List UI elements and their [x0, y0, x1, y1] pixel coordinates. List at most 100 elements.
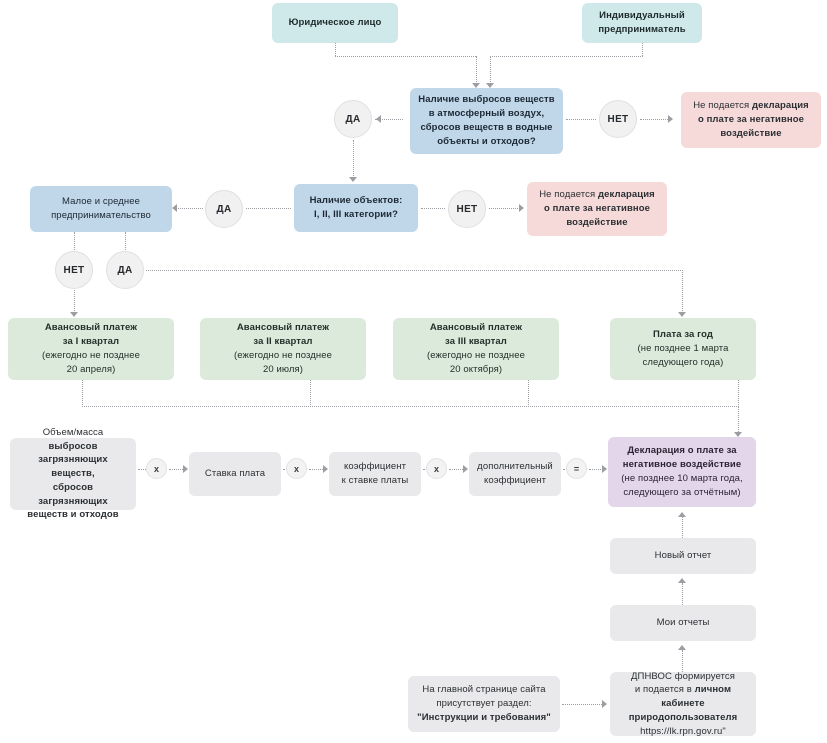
rate-payment-label: Ставка плата — [204, 468, 266, 480]
connector-legal-entity-bus — [335, 56, 476, 57]
decision-yes-sme[interactable]: ДА — [106, 251, 144, 289]
connector-legal-entity-down — [335, 43, 336, 56]
additional-coefficient-line2: коэффициент — [483, 475, 547, 486]
node-advance-payment-q3[interactable]: Авансовый платеж за III квартал (ежегодн… — [393, 318, 559, 380]
arrow-site-to-dpnvos — [602, 700, 607, 708]
connector-ie-bus — [490, 56, 643, 57]
connector-legal-entity-drop — [476, 56, 477, 84]
no-declaration-top-line1: Не подается декларация — [693, 100, 809, 112]
declaration-line2: негативное воздействие — [622, 459, 742, 471]
emissions-question-line4: объекты и отходов? — [437, 135, 536, 147]
connector-ie-down — [642, 43, 643, 56]
decision-yes-sme-label: ДА — [117, 264, 133, 276]
connector-year-down — [738, 380, 739, 407]
node-emissions-question[interactable]: Наличие выбросов веществ в атмосферный в… — [410, 88, 563, 154]
arrow-new-report-to-declaration — [678, 512, 686, 517]
connector-q3-down — [528, 380, 529, 407]
dpnvos-line4: https://lk.rpn.gov.ru" — [640, 725, 726, 737]
node-individual-entrepreneur[interactable]: Индивидуальный предприниматель — [582, 3, 702, 43]
node-my-reports[interactable]: Мои отчеты — [610, 605, 756, 641]
volume-mass-line1: Объем/масса выбросов — [42, 426, 104, 452]
declaration-line3: (не позднее 10 марта года, — [621, 473, 743, 484]
node-advance-payment-q1[interactable]: Авансовый платеж за I квартал (ежегодно … — [8, 318, 174, 380]
node-new-report[interactable]: Новый отчет — [610, 538, 756, 574]
node-additional-coefficient[interactable]: дополнительный коэффициент — [469, 452, 561, 496]
decision-no-sme[interactable]: НЕТ — [55, 251, 93, 289]
sme-line1: Малое и среднее — [61, 196, 141, 208]
connector-volume-to-mult1 — [138, 469, 146, 470]
advance-q2-line2: за II квартал — [253, 336, 313, 348]
site-section-line1: На главной странице сайта — [422, 684, 546, 696]
arrow-mult1-to-rate — [183, 465, 188, 473]
emissions-question-line3: сбросов веществ в водные — [420, 122, 553, 133]
connector-mult2-to-coef — [309, 469, 325, 470]
site-section-line2: присутствует раздел: — [436, 698, 532, 710]
arrow-emissions-to-yes — [376, 115, 381, 123]
connector-mult3-to-addcoef — [449, 469, 465, 470]
node-rate-payment[interactable]: Ставка плата — [189, 452, 281, 496]
volume-mass-line3: сбросов загрязняющих — [38, 481, 108, 507]
decision-no-sme-label: НЕТ — [63, 264, 85, 276]
decision-yes-objects[interactable]: ДА — [205, 190, 243, 228]
year-payment-line1: Плата за год — [653, 329, 713, 341]
new-report-label: Новый отчет — [654, 550, 712, 562]
connector-equals-to-declaration — [589, 469, 605, 470]
advance-q1-line3: (ежегодно не позднее — [41, 350, 141, 361]
connector-bus-to-declaration — [738, 406, 739, 434]
connector-my-reports-up — [682, 583, 683, 605]
operator-multiply-2: x — [286, 458, 307, 479]
operator-multiply-3-label: x — [433, 463, 439, 474]
dpnvos-line3: природопользователя — [628, 711, 738, 723]
rate-coefficient-line1: коэффициент — [343, 461, 407, 473]
arrow-bus-to-declaration — [734, 432, 742, 437]
arrow-no-objects-to-nodecl — [519, 204, 524, 212]
connector-objects-to-yes — [246, 208, 291, 209]
connector-yes-sme-bus — [146, 270, 683, 271]
node-declaration[interactable]: Декларация о плате за негативное воздейс… — [608, 437, 756, 507]
operator-multiply-1: x — [146, 458, 167, 479]
connector-mult1-to-rate — [169, 469, 185, 470]
connector-sme-down-no — [74, 232, 75, 252]
connector-dpnvos-up — [682, 650, 683, 672]
arrow-ie-to-emissions — [486, 83, 494, 88]
node-volume-mass[interactable]: Объем/масса выбросов загрязняющих вещест… — [10, 427, 136, 520]
node-sme[interactable]: Малое и среднее предпринимательство — [30, 186, 172, 232]
node-legal-entity[interactable]: Юридическое лицо — [272, 3, 398, 43]
node-no-declaration-top[interactable]: Не подается декларация о плате за негати… — [681, 92, 821, 148]
advance-q1-line4: 20 апреля) — [66, 363, 116, 375]
connector-q2-down — [310, 380, 311, 407]
advance-q2-line1: Авансовый платеж — [236, 322, 330, 334]
no-declaration-top-line2: о плате за негативное — [697, 114, 805, 126]
arrow-yes-sme-to-year-payment — [678, 312, 686, 317]
node-site-section[interactable]: На главной странице сайта присутствует р… — [408, 676, 560, 732]
no-declaration-top-line3: воздействие — [720, 127, 782, 139]
rate-coefficient-line2: к ставке платы — [341, 475, 409, 486]
node-year-payment[interactable]: Плата за год (не позднее 1 марта следующ… — [610, 318, 756, 380]
decision-yes-emissions[interactable]: ДА — [334, 100, 372, 138]
objects-question-line2: I, II, III категории? — [313, 209, 399, 220]
node-dpnvos-info[interactable]: ДПНВОС формируется и подается в личном к… — [610, 670, 756, 737]
legal-entity-label: Юридическое лицо — [288, 17, 382, 29]
decision-no-objects-label: НЕТ — [456, 203, 478, 215]
decision-no-emissions[interactable]: НЕТ — [599, 100, 637, 138]
operator-multiply-3: x — [426, 458, 447, 479]
node-advance-payment-q2[interactable]: Авансовый платеж за II квартал (ежегодно… — [200, 318, 366, 380]
arrow-no-to-nodecl-top — [668, 115, 673, 123]
objects-question-line1: Наличие объектов: — [309, 195, 403, 207]
decision-no-objects[interactable]: НЕТ — [448, 190, 486, 228]
connector-emissions-to-yes — [375, 119, 403, 120]
dpnvos-line1: ДПНВОС формируется — [631, 670, 735, 682]
connector-yes-sme-drop — [682, 270, 683, 313]
node-objects-question[interactable]: Наличие объектов: I, II, III категории? — [294, 184, 418, 232]
declaration-line4: следующего за отчётным) — [623, 486, 741, 498]
node-rate-coefficient[interactable]: коэффициент к ставке платы — [329, 452, 421, 496]
site-section-line3: "Инструкции и требования" — [417, 711, 551, 723]
node-no-declaration-mid[interactable]: Не подается декларация о плате за негати… — [527, 182, 667, 236]
dpnvos-line2: и подается в личном кабинете — [634, 684, 732, 710]
connector-yes-emissions-down — [353, 140, 354, 178]
advance-q2-line4: 20 июля) — [262, 363, 304, 375]
no-declaration-mid-line2: о плате за негативное — [543, 203, 651, 215]
arrow-legal-entity-to-emissions — [472, 83, 480, 88]
arrow-equals-to-declaration — [602, 465, 607, 473]
